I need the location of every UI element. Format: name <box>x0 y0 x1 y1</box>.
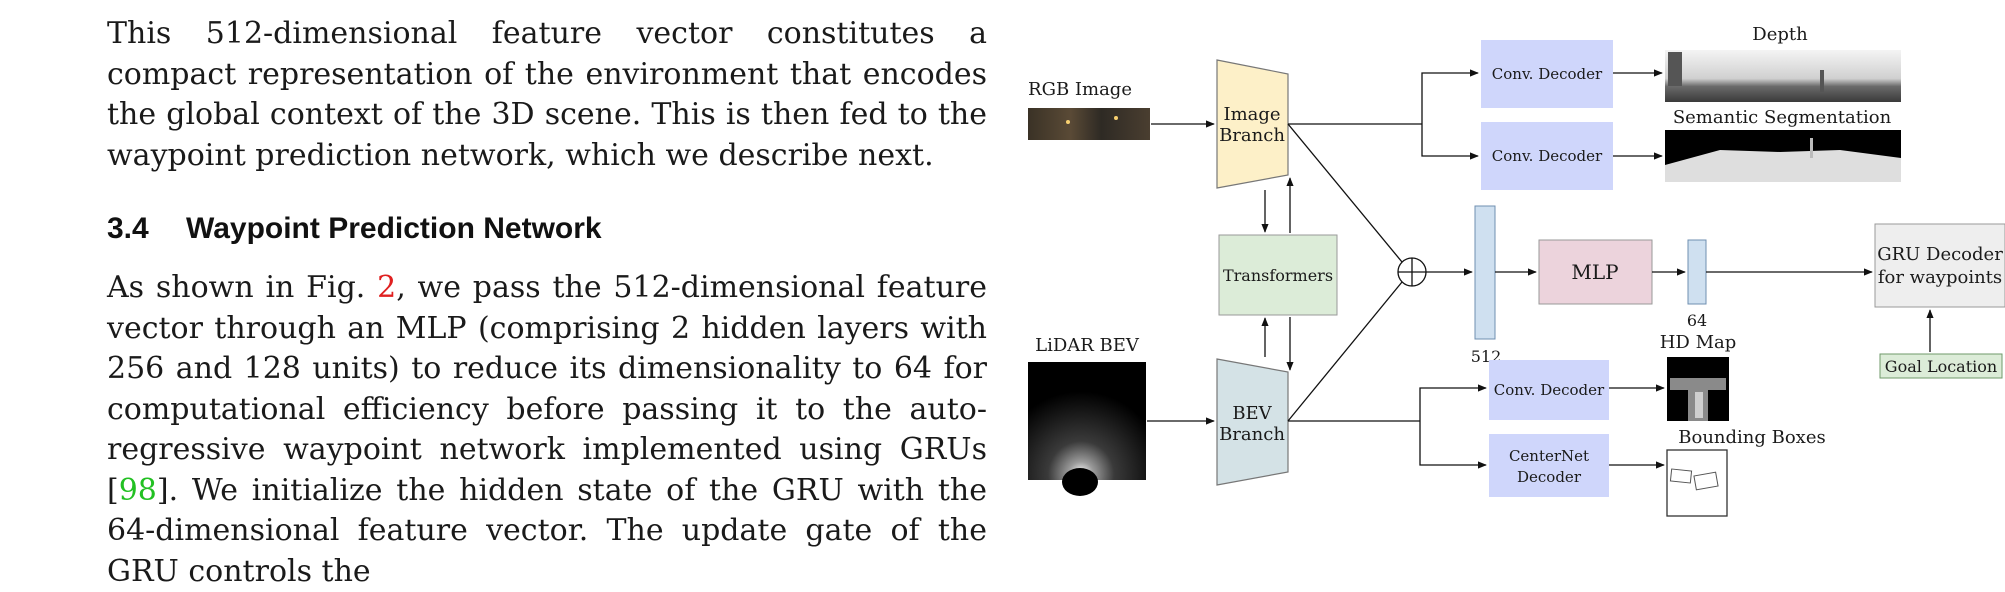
architecture-diagram: RGB Image LiDAR BEV Image Branch BEV Bra… <box>1028 24 2005 517</box>
image-branch-block <box>1216 59 1289 189</box>
semantic-conv-decoder <box>1481 122 1613 190</box>
depth-pole <box>1820 70 1824 92</box>
feature-vector-64 <box>1687 239 1707 305</box>
citation-link[interactable]: 98 <box>118 472 157 508</box>
depth-pole <box>1668 52 1682 86</box>
hdmap-conv-decoder <box>1489 360 1609 420</box>
feature-vector-512 <box>1474 205 1496 340</box>
hdmap-conv-decoder-label: Conv. Decoder <box>1494 381 1605 399</box>
section-title: Waypoint Prediction Network <box>186 212 602 245</box>
rgb-image-thumbnail <box>1028 108 1150 140</box>
centernet-decoder <box>1489 434 1609 497</box>
gru-decoder-label-line1: GRU Decoder <box>1877 244 2003 265</box>
goal-location-block <box>1879 353 2003 379</box>
bev-branch-block <box>1216 358 1289 486</box>
centernet-decoder-label-line2: Decoder <box>1517 468 1582 486</box>
bounding-boxes-output-image <box>1666 449 1728 517</box>
line-bev-to-concat <box>1287 281 1403 422</box>
transformers-block <box>1218 234 1338 316</box>
depth-conv-decoder-label: Conv. Decoder <box>1492 65 1603 83</box>
dim-64-label: 64 <box>1687 311 1707 330</box>
bbox-vehicle-1 <box>1669 468 1693 484</box>
rgb-image-label: RGB Image <box>1028 79 1132 100</box>
gru-decoder-label-line2: for waypoints <box>1878 267 2002 288</box>
para2-part-c: ]. We initialize the hidden state of the… <box>107 472 987 589</box>
image-branch-label-line1: Image <box>1223 104 1280 125</box>
bev-branch-label-line2: Branch <box>1219 424 1285 445</box>
bounding-boxes-label: Bounding Boxes <box>1678 427 1825 448</box>
depth-label: Depth <box>1752 24 1808 45</box>
lidar-bev-label: LiDAR BEV <box>1035 335 1140 356</box>
depth-output-image <box>1665 50 1901 102</box>
rgb-image-light <box>1066 120 1070 124</box>
depth-conv-decoder <box>1481 40 1613 108</box>
hd-map-label: HD Map <box>1660 332 1737 353</box>
figure-reference-link[interactable]: 2 <box>377 270 397 305</box>
semantic-pole <box>1810 138 1813 158</box>
image-branch-label-line2: Branch <box>1219 125 1285 146</box>
para2-part-b: , we pass the 512-dimensional feature ve… <box>107 270 987 508</box>
paragraph-feature-vector: This 512-dimensional feature vector cons… <box>107 16 987 173</box>
architecture-figure: RGB Image LiDAR BEV Image Branch BEV Bra… <box>1020 0 2005 540</box>
rgb-image-light <box>1114 116 1118 120</box>
arrow-to-semantic-decoder <box>1421 124 1479 160</box>
gru-decoder-block <box>1874 223 2005 308</box>
bbox-vehicle-2 <box>1693 471 1719 491</box>
paragraph-waypoint-network: As shown in Fig. 2, we pass the 512-dime… <box>107 268 987 592</box>
bev-branch-label-line1: BEV <box>1232 403 1272 424</box>
semantic-conv-decoder-label: Conv. Decoder <box>1492 147 1603 165</box>
arrow-to-depth-decoder <box>1421 69 1479 124</box>
semantic-segmentation-label: Semantic Segmentation <box>1673 107 1892 128</box>
centernet-decoder-label-line1: CenterNet <box>1509 447 1589 465</box>
line-image-to-concat <box>1287 123 1403 263</box>
lidar-ego-hole <box>1062 468 1098 496</box>
transformers-label: Transformers <box>1223 266 1333 285</box>
section-heading: 3.4 Waypoint Prediction Network <box>107 210 987 248</box>
mlp-label: MLP <box>1571 260 1618 284</box>
arrow-to-hdmap-decoder <box>1419 384 1487 421</box>
semantic-road-region <box>1665 150 1901 182</box>
para2-part-a: As shown in Fig. <box>107 270 378 305</box>
goal-location-label: Goal Location <box>1885 357 1997 376</box>
hd-map-lane <box>1695 392 1703 418</box>
arrow-to-centernet-decoder <box>1419 421 1487 469</box>
section-number: 3.4 <box>107 212 149 245</box>
lidar-bev-image <box>1028 362 1146 480</box>
